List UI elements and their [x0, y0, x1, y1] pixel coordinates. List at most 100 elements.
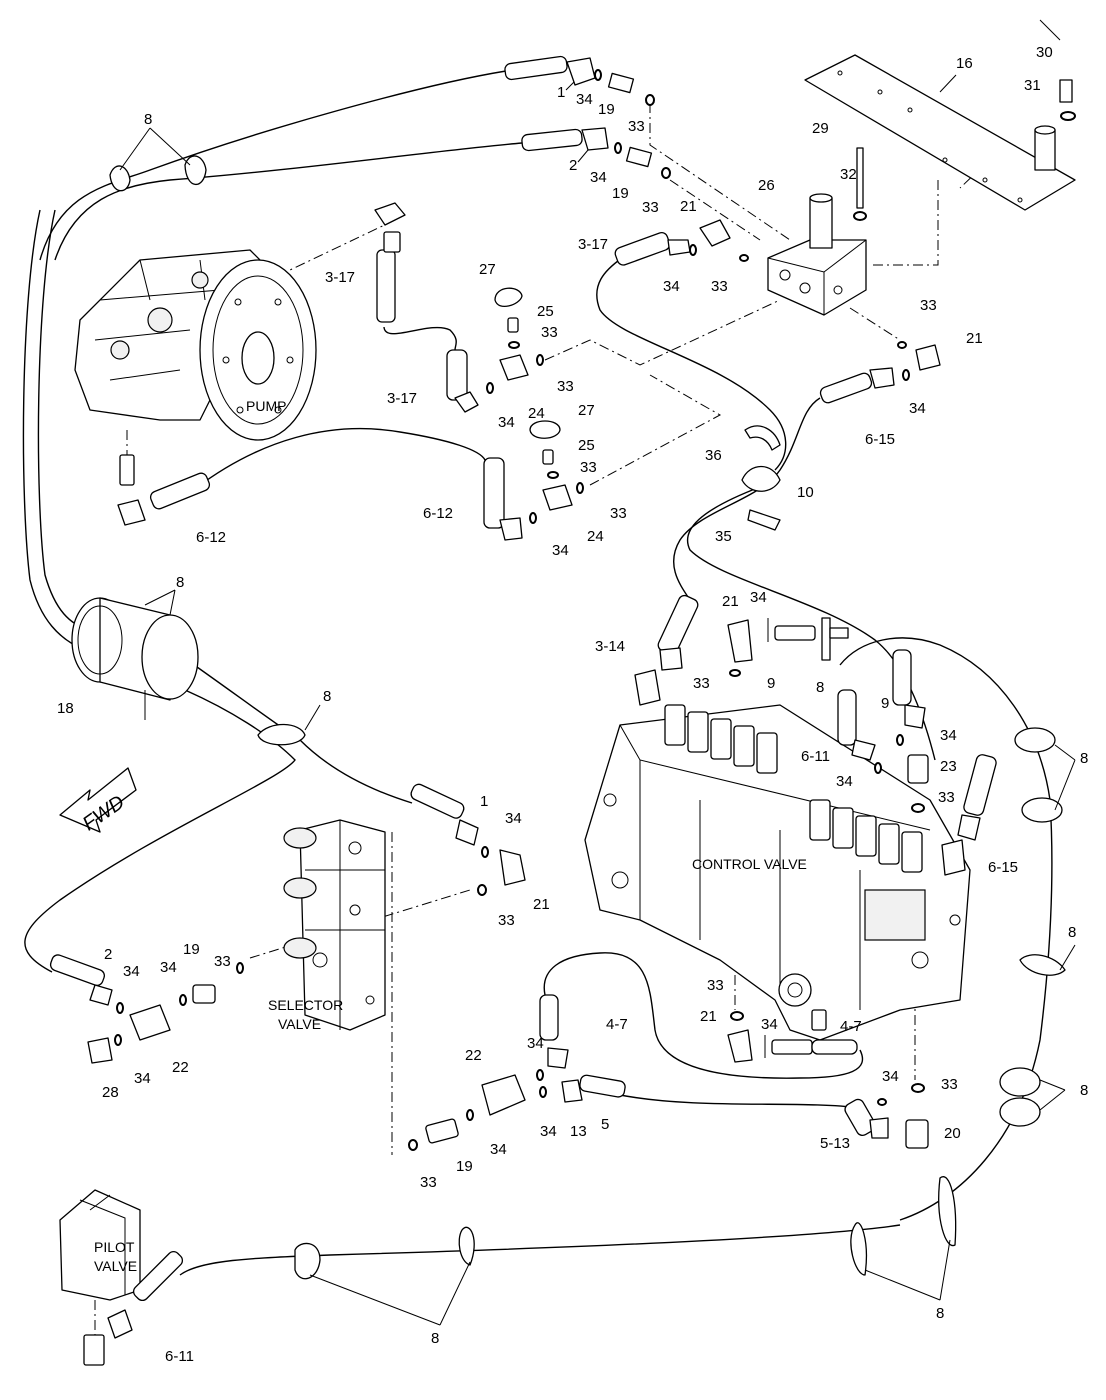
callout-32: 32 — [840, 166, 857, 183]
callout-34: 34 — [750, 589, 767, 606]
callout-33: 33 — [941, 1076, 958, 1093]
callout-33: 33 — [420, 1174, 437, 1191]
callout-8: 8 — [323, 688, 331, 705]
callout-18: 18 — [57, 700, 74, 717]
callout-8: 8 — [1080, 750, 1088, 767]
callout-34: 34 — [123, 963, 140, 980]
callout-21: 21 — [533, 896, 550, 913]
callout-21: 21 — [722, 593, 739, 610]
callout-33: 33 — [920, 297, 937, 314]
callout-labels: 1 34 19 33 2 34 19 33 30 31 16 29 32 26 … — [57, 44, 1088, 1365]
callout-33: 33 — [707, 977, 724, 994]
callout-10: 10 — [797, 484, 814, 501]
callout-4-7: 4-7 — [606, 1016, 628, 1033]
callout-5-13: 5-13 — [820, 1135, 850, 1152]
callout-6-15: 6-15 — [865, 431, 895, 448]
callout-33: 33 — [642, 199, 659, 216]
callout-34: 34 — [160, 959, 177, 976]
control-valve-fittings — [408, 594, 997, 1151]
callout-6-11: 6-11 — [801, 748, 830, 765]
control-valve-caption: CONTROL VALVE — [692, 856, 807, 872]
callout-33: 33 — [693, 675, 710, 692]
callout-21: 21 — [680, 198, 697, 215]
callout-6-12: 6-12 — [196, 529, 226, 546]
pilot-valve-caption: PILOT VALVE — [94, 1239, 138, 1274]
callout-34: 34 — [940, 727, 957, 744]
callout-9: 9 — [767, 675, 775, 692]
callout-6-11: 6-11 — [165, 1348, 194, 1365]
callout-19: 19 — [183, 941, 200, 958]
callout-27: 27 — [578, 402, 595, 419]
callout-1: 1 — [480, 793, 488, 810]
callout-31: 31 — [1024, 77, 1041, 94]
callout-33: 33 — [938, 789, 955, 806]
callout-33: 33 — [541, 324, 558, 341]
callout-8: 8 — [1068, 924, 1076, 941]
pump-assembly — [74, 202, 406, 486]
callout-19: 19 — [456, 1158, 473, 1175]
callout-2: 2 — [104, 946, 112, 963]
callout-34: 34 — [505, 810, 522, 827]
callout-26: 26 — [758, 177, 775, 194]
hose-clamps-8 — [109, 155, 1066, 1280]
mounting-plate-16 — [804, 54, 1076, 221]
callout-16: 16 — [956, 55, 973, 72]
callout-25: 25 — [578, 437, 595, 454]
callout-27: 27 — [479, 261, 496, 278]
callout-33: 33 — [498, 912, 515, 929]
callout-22: 22 — [172, 1059, 189, 1076]
callout-33: 33 — [580, 459, 597, 476]
callout-19: 19 — [598, 101, 615, 118]
pilot-valve — [59, 1189, 184, 1366]
forward-direction-arrow — [59, 767, 137, 833]
callout-6-12: 6-12 — [423, 505, 453, 522]
callout-34: 34 — [490, 1141, 507, 1158]
callout-36: 36 — [705, 447, 722, 464]
callout-33: 33 — [214, 953, 231, 970]
callout-8: 8 — [176, 574, 184, 591]
callout-33: 33 — [610, 505, 627, 522]
callout-23: 23 — [940, 758, 957, 775]
callout-8: 8 — [431, 1330, 439, 1347]
callout-3-14: 3-14 — [595, 638, 625, 655]
callout-8: 8 — [936, 1305, 944, 1322]
callout-34: 34 — [540, 1123, 557, 1140]
callout-34: 34 — [552, 542, 569, 559]
callout-1: 1 — [557, 84, 565, 101]
callout-3-17: 3-17 — [578, 236, 608, 253]
callout-8: 8 — [1080, 1082, 1088, 1099]
callout-33: 33 — [557, 378, 574, 395]
callout-6-15: 6-15 — [988, 859, 1018, 876]
callout-29: 29 — [812, 120, 829, 137]
callout-34: 34 — [836, 773, 853, 790]
callout-34: 34 — [909, 400, 926, 417]
callout-21: 21 — [700, 1008, 717, 1025]
callout-34: 34 — [761, 1016, 778, 1033]
callout-5: 5 — [601, 1116, 609, 1133]
callout-13: 13 — [570, 1123, 587, 1140]
control-valve — [584, 669, 971, 1041]
callout-24: 24 — [587, 528, 604, 545]
manifold-block-26 — [767, 193, 867, 316]
callout-2: 2 — [569, 157, 577, 174]
callout-33: 33 — [711, 278, 728, 295]
callout-3-17: 3-17 — [325, 269, 355, 286]
callout-8: 8 — [144, 111, 152, 128]
callout-35: 35 — [715, 528, 732, 545]
callout-22: 22 — [465, 1047, 482, 1064]
pump-caption: PUMP — [246, 398, 286, 414]
fittings — [117, 55, 941, 541]
callout-20: 20 — [944, 1125, 961, 1142]
callout-30: 30 — [1036, 44, 1053, 61]
callout-25: 25 — [537, 303, 554, 320]
selector-valve-caption: SELECTOR VALVE — [268, 997, 347, 1032]
callout-4-7: 4-7 — [840, 1018, 862, 1035]
callout-28: 28 — [102, 1084, 119, 1101]
callout-21: 21 — [966, 330, 983, 347]
protective-sleeve-18 — [71, 597, 199, 720]
selector-fittings — [49, 783, 526, 1064]
callout-34: 34 — [134, 1070, 151, 1087]
callout-3-17: 3-17 — [387, 390, 417, 407]
callout-8: 8 — [816, 679, 824, 696]
